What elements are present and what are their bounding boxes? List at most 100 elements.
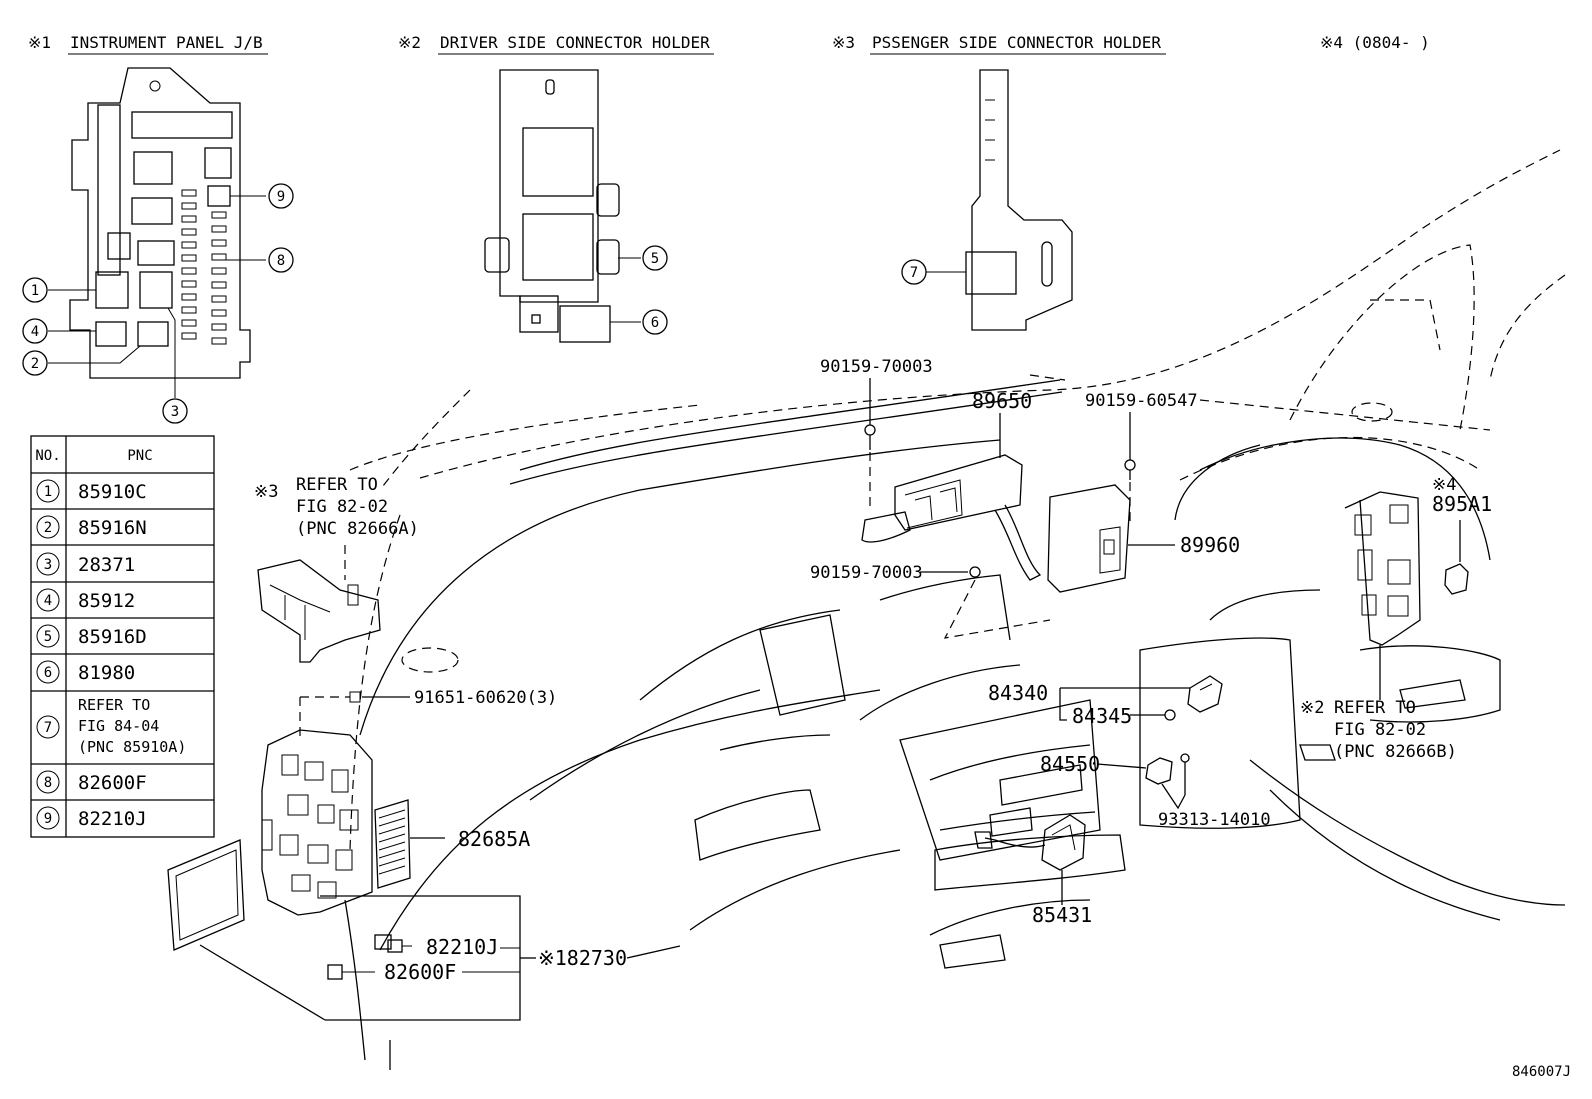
callout-9: 9 xyxy=(268,183,294,209)
label-89960: 89960 xyxy=(1180,533,1240,557)
table-row: 8 82600F xyxy=(36,770,147,794)
fuse-box-frame xyxy=(199,895,681,1021)
svg-text:9: 9 xyxy=(44,811,52,827)
switch-895a1-drawing xyxy=(1444,520,1469,595)
svg-text:8: 8 xyxy=(277,253,285,269)
connector-holder-82666b-drawing xyxy=(1344,491,1421,700)
svg-text:1: 1 xyxy=(31,283,39,299)
switch-84550-drawing xyxy=(1096,753,1190,810)
callout-1: 1 xyxy=(22,277,48,303)
label-895a1: 895A1 xyxy=(1432,492,1492,516)
callout-2: 2 xyxy=(22,350,48,376)
header-3-text: PSSENGER SIDE CONNECTOR HOLDER xyxy=(872,33,1161,52)
callout-7: 7 xyxy=(901,259,927,285)
callout-3: 3 xyxy=(162,398,188,424)
svg-text:(PNC 85910A): (PNC 85910A) xyxy=(78,738,186,756)
svg-text:3: 3 xyxy=(44,557,52,573)
svg-text:85916D: 85916D xyxy=(78,626,147,648)
header-2-mark: ※2 xyxy=(398,33,421,52)
svg-text:6: 6 xyxy=(651,315,659,331)
svg-text:2: 2 xyxy=(31,356,39,372)
svg-text:82210J: 82210J xyxy=(78,808,147,830)
svg-text:6: 6 xyxy=(44,665,52,681)
ecu-module-drawing xyxy=(167,839,245,951)
svg-text:81980: 81980 xyxy=(78,662,135,684)
label-895a1-mark: ※4 xyxy=(1432,475,1456,495)
refer-82666a-line1: REFER TO xyxy=(296,475,378,495)
table-header-pnc: PNC xyxy=(127,448,152,464)
module-89960-drawing xyxy=(1047,484,1175,593)
svg-text:9: 9 xyxy=(277,189,285,205)
label-91651-60620: 91651-60620(3) xyxy=(414,688,557,708)
header-instrument-panel-jb: ※1 INSTRUMENT PANEL J/B xyxy=(28,33,268,55)
refer-82666a-line3: (PNC 82666A) xyxy=(296,519,419,539)
header-driver-side-connector-holder: ※2 DRIVER SIDE CONNECTOR HOLDER xyxy=(398,33,714,55)
figure-id: 846007J xyxy=(1512,1064,1571,1080)
refer-82666b-line2: FIG 82-02 xyxy=(1334,720,1426,740)
svg-text:82600F: 82600F xyxy=(78,772,147,794)
header-3-mark: ※3 xyxy=(832,33,855,52)
module-89650-drawing xyxy=(861,413,1042,581)
callout-circles: 1 4 2 3 9 8 5 6 7 xyxy=(22,183,927,424)
junction-block-drawing xyxy=(261,729,373,916)
dashed-vent xyxy=(1029,374,1491,431)
fuse-label-82685a-drawing xyxy=(374,799,411,889)
label-85431: 85431 xyxy=(1032,903,1092,927)
callout-6: 6 xyxy=(642,309,668,335)
header-passenger-side-connector-holder: ※3 PSSENGER SIDE CONNECTOR HOLDER xyxy=(832,33,1166,55)
refer-82666a-line2: FIG 82-02 xyxy=(296,497,388,517)
table-row: 3 28371 xyxy=(36,552,135,576)
svg-text:7: 7 xyxy=(44,720,52,736)
label-82210j: 82210J xyxy=(426,935,498,959)
svg-text:REFER TO: REFER TO xyxy=(78,696,150,714)
bolts-upper xyxy=(864,378,1136,639)
sensor-85431-drawing xyxy=(974,814,1086,905)
svg-text:85916N: 85916N xyxy=(78,517,147,539)
refer-82666a-mark: ※3 xyxy=(254,482,278,502)
driver-side-connector-holder-drawing xyxy=(484,69,641,343)
refer-note-82666a: ※3 REFER TO FIG 82-02 (PNC 82666A) xyxy=(254,475,419,539)
table-row: 2 85916N xyxy=(36,515,147,539)
refer-82666b-line3: (PNC 82666B) xyxy=(1334,742,1457,762)
instrument-panel-jb-drawing xyxy=(48,67,266,398)
label-84550: 84550 xyxy=(1040,752,1100,776)
header-2-text: DRIVER SIDE CONNECTOR HOLDER xyxy=(440,33,710,52)
table-row: 9 82210J xyxy=(36,806,147,830)
label-89650: 89650 xyxy=(972,389,1032,413)
svg-text:4: 4 xyxy=(44,593,52,609)
svg-text:5: 5 xyxy=(44,629,52,645)
part-labels: 90159-70003 89650 90159-60547 90159-7000… xyxy=(384,357,1492,984)
svg-text:1: 1 xyxy=(44,484,52,500)
callout-8: 8 xyxy=(268,247,294,273)
label-84340: 84340 xyxy=(988,681,1048,705)
svg-text:FIG 84-04: FIG 84-04 xyxy=(78,717,159,735)
dashboard-outline xyxy=(344,149,1566,1070)
svg-text:4: 4 xyxy=(31,324,39,340)
svg-text:28371: 28371 xyxy=(78,554,135,576)
svg-text:8: 8 xyxy=(44,775,52,791)
label-82730: ※182730 xyxy=(538,946,627,970)
svg-text:5: 5 xyxy=(651,251,659,267)
refer-82666b-line1: REFER TO xyxy=(1334,698,1416,718)
table-header-no: NO. xyxy=(35,448,60,464)
svg-text:2: 2 xyxy=(44,520,52,536)
label-93313-14010: 93313-14010 xyxy=(1158,810,1271,830)
label-82600f: 82600F xyxy=(384,960,456,984)
svg-text:3: 3 xyxy=(171,404,179,420)
refer-note-82666b: ※2 REFER TO FIG 82-02 (PNC 82666B) xyxy=(1300,698,1457,762)
label-90159-70003-mid: 90159-70003 xyxy=(810,563,923,583)
label-90159-60547: 90159-60547 xyxy=(1085,391,1198,411)
label-84345: 84345 xyxy=(1072,704,1132,728)
connector-holder-82666a-drawing xyxy=(257,559,381,663)
header-1-mark: ※1 xyxy=(28,33,51,52)
header-1-text: INSTRUMENT PANEL J/B xyxy=(70,33,263,52)
svg-text:85912: 85912 xyxy=(78,590,135,612)
label-90159-70003-top: 90159-70003 xyxy=(820,357,933,377)
label-82685a: 82685A xyxy=(458,827,530,851)
table-row: 4 85912 xyxy=(36,588,135,612)
table-row: 5 85916D xyxy=(36,624,147,648)
callout-4: 4 xyxy=(22,318,48,344)
passenger-side-connector-holder-drawing xyxy=(926,69,1073,331)
